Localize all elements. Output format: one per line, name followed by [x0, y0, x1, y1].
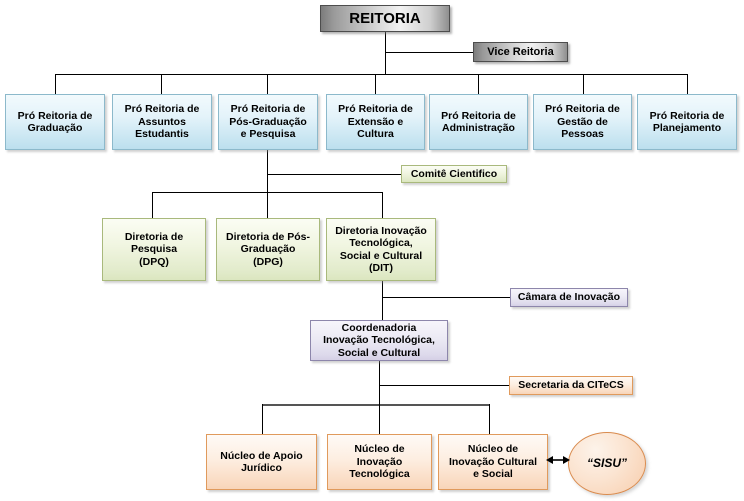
- double-arrow-icon: [546, 456, 570, 464]
- node-pro-reitoria-planejamento[interactable]: Pró Reitoria de Planejamento: [637, 94, 737, 150]
- node-comite-cientifico-label: Comitê Cientifico: [410, 167, 498, 180]
- node-coordenadoria-inovacao[interactable]: Coordenadoria Inovação Tecnológica, Soci…: [310, 320, 448, 361]
- connector-secretaria-link: [379, 385, 509, 386]
- node-camara-inovacao[interactable]: Câmara de Inovação: [510, 288, 628, 307]
- connector-drop-posgrad: [267, 74, 268, 94]
- node-comite-cientifico[interactable]: Comitê Cientifico: [401, 165, 507, 183]
- connector-coordenadoria-stem: [379, 361, 380, 441]
- node-pro-reitoria-gestao-pessoas[interactable]: Pró Reitoria de Gestão de Pessoas: [533, 94, 632, 150]
- node-diretoria-inovacao-dit-label: Diretoria Inovação Tecnológica, Social e…: [335, 224, 427, 274]
- node-pro-reitoria-administracao[interactable]: Pró Reitoria de Administração: [429, 94, 528, 150]
- node-pro-reitoria-extensao-cultura[interactable]: Pró Reitoria de Extensão e Cultura: [326, 94, 425, 150]
- node-diretoria-inovacao-dit[interactable]: Diretoria Inovação Tecnológica, Social e…: [326, 218, 436, 281]
- connector-drop-dpq: [152, 192, 153, 218]
- node-pro-reitoria-graduacao-label: Pró Reitoria de Graduação: [17, 109, 93, 134]
- node-diretoria-pesquisa-dpq[interactable]: Diretoria de Pesquisa (DPQ): [102, 218, 206, 281]
- node-camara-inovacao-label: Câmara de Inovação: [517, 291, 621, 304]
- node-vice-reitoria-label: Vice Reitoria: [487, 45, 554, 58]
- node-nucleo-inovacao-cultural-social-label: Núcleo de Inovação Cultural e Social: [448, 443, 538, 481]
- connector-drop-dit: [382, 192, 383, 218]
- node-nucleo-inovacao-cultural-social[interactable]: Núcleo de Inovação Cultural e Social: [438, 434, 548, 490]
- node-reitoria-label: REITORIA: [349, 9, 421, 27]
- connector-sisu-double-arrow: [546, 453, 570, 467]
- connector-posgrad-stem: [267, 150, 268, 218]
- node-pro-reitoria-gestao-pessoas-label: Pró Reitoria de Gestão de Pessoas: [545, 103, 620, 141]
- connector-drop-dpg: [267, 192, 268, 218]
- connector-camara-link: [382, 297, 510, 298]
- connector-comite-link: [267, 174, 401, 175]
- node-vice-reitoria[interactable]: Vice Reitoria: [473, 42, 568, 62]
- node-coordenadoria-inovacao-label: Coordenadoria Inovação Tecnológica, Soci…: [323, 321, 435, 359]
- connector-drop-administracao: [478, 74, 479, 94]
- node-nucleo-apoio-juridico[interactable]: Núcleo de Apoio Jurídico: [206, 434, 317, 490]
- connector-drop-nucleo-tecnologica: [379, 404, 380, 441]
- connector-dit-stem: [382, 281, 383, 320]
- node-nucleo-inovacao-tecnologica[interactable]: Núcleo de Inovação Tecnológica: [327, 434, 432, 490]
- connector-drop-nucleo-juridico: [262, 404, 263, 441]
- connector-proreitoria-bus: [55, 74, 688, 75]
- connector-drop-nucleo-cultural: [489, 404, 490, 441]
- connector-drop-graduacao: [55, 74, 56, 94]
- node-pro-reitoria-assuntos-estudantis[interactable]: Pró Reitoria de Assuntos Estudantis: [112, 94, 212, 150]
- connector-drop-gestao: [583, 74, 584, 94]
- node-pro-reitoria-graduacao[interactable]: Pró Reitoria de Graduação: [5, 94, 105, 150]
- connector-reitoria-stem: [385, 32, 386, 74]
- node-secretaria-citecs-label: Secretaria da CITeCS: [518, 379, 624, 392]
- node-sisu-label: “SISU”: [586, 456, 627, 471]
- node-nucleo-apoio-juridico-label: Núcleo de Apoio Jurídico: [220, 449, 303, 474]
- node-pro-reitoria-extensao-cultura-label: Pró Reitoria de Extensão e Cultura: [338, 103, 413, 141]
- node-secretaria-citecs[interactable]: Secretaria da CITeCS: [509, 376, 633, 395]
- node-pro-reitoria-administracao-label: Pró Reitoria de Administração: [441, 109, 516, 134]
- node-diretoria-pos-graduacao-dpg-label: Diretoria de Pós- Graduação (DPG): [225, 230, 311, 268]
- node-pro-reitoria-pos-graduacao-pesquisa-label: Pró Reitoria de Pós-Graduação e Pesquisa: [229, 103, 307, 141]
- connector-drop-assuntos: [161, 74, 162, 94]
- node-sisu[interactable]: “SISU”: [568, 432, 646, 495]
- node-diretoria-pesquisa-dpq-label: Diretoria de Pesquisa (DPQ): [124, 230, 184, 268]
- connector-nucleos-bus: [262, 404, 490, 406]
- connector-drop-extensao: [375, 74, 376, 94]
- node-pro-reitoria-pos-graduacao-pesquisa[interactable]: Pró Reitoria de Pós-Graduação e Pesquisa: [218, 94, 318, 150]
- node-pro-reitoria-planejamento-label: Pró Reitoria de Planejamento: [649, 109, 725, 134]
- connector-drop-planejamento: [687, 74, 688, 94]
- connector-reitoria-to-vice: [385, 52, 473, 53]
- node-nucleo-inovacao-tecnologica-label: Núcleo de Inovação Tecnológica: [349, 443, 410, 481]
- node-pro-reitoria-assuntos-estudantis-label: Pró Reitoria de Assuntos Estudantis: [124, 103, 200, 141]
- node-diretoria-pos-graduacao-dpg[interactable]: Diretoria de Pós- Graduação (DPG): [216, 218, 320, 281]
- node-reitoria[interactable]: REITORIA: [320, 5, 450, 32]
